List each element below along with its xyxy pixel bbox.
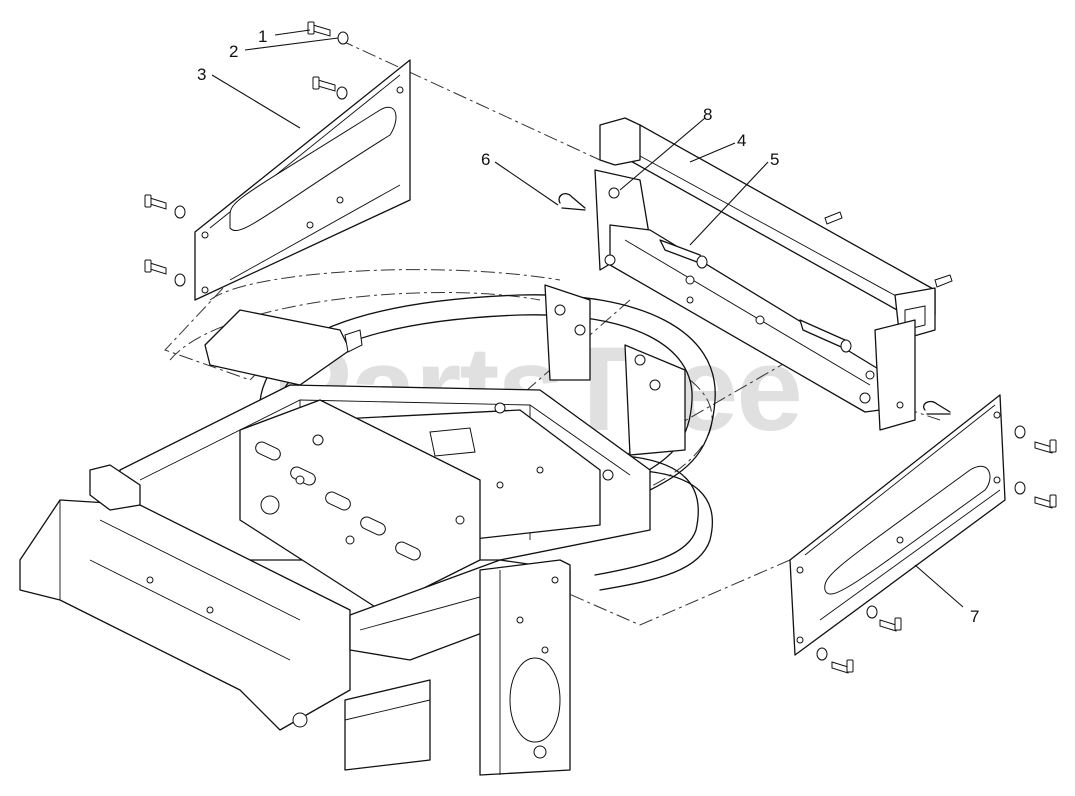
- callout-3: 3: [197, 65, 206, 84]
- callout-8: 8: [703, 105, 712, 124]
- callout-leaders: [211, 29, 964, 608]
- part-3-left-bracket: [194, 59, 411, 301]
- left-bracket-hardware: [144, 21, 349, 287]
- callout-4: 4: [737, 131, 746, 150]
- callout-labels: 1 2 3 4 5 6 7 8: [197, 27, 979, 626]
- part-4-hitch-assembly: [594, 117, 953, 431]
- part-6-hairpin-clips: [558, 193, 951, 415]
- callout-1: 1: [258, 27, 267, 46]
- callout-2: 2: [229, 42, 238, 61]
- callout-7: 7: [970, 607, 979, 626]
- callout-6: 6: [481, 150, 490, 169]
- callout-5: 5: [770, 150, 779, 169]
- part-7-right-bracket: [789, 394, 1006, 656]
- part-5-pins: [659, 239, 852, 353]
- right-bracket-hardware: [816, 425, 1057, 674]
- main-frame: [19, 284, 716, 776]
